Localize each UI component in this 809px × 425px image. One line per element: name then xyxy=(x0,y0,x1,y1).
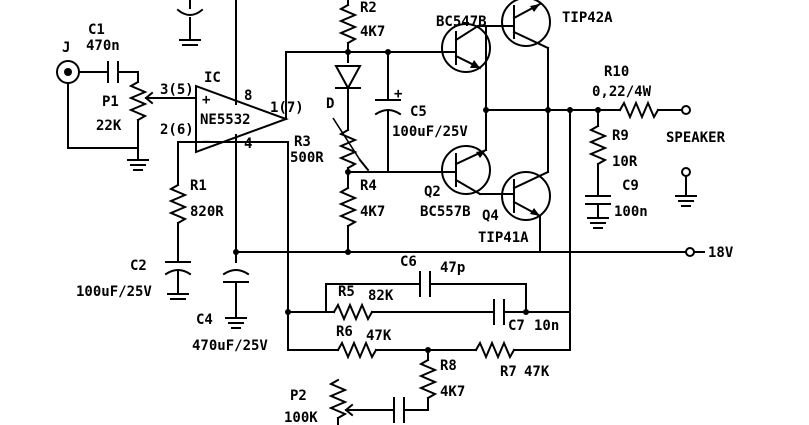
label-r5: R5 xyxy=(338,284,355,300)
label-r7: R7 xyxy=(500,364,517,380)
label-minus-sign: − xyxy=(202,134,210,150)
bottom-capacitor xyxy=(359,397,405,423)
label-q1-value: BC547B xyxy=(436,14,487,30)
c4-capacitor xyxy=(222,251,250,329)
label-r4: R4 xyxy=(360,178,377,194)
label-p2-value: 100K xyxy=(284,410,318,425)
p1-potentiometer xyxy=(128,71,197,161)
label-c6-value: 47p xyxy=(440,260,465,276)
label-c4-value: 470uF/25V xyxy=(192,338,268,354)
input-jack xyxy=(56,60,139,149)
label-r2-value: 4K7 xyxy=(360,24,385,40)
label-c5: C5 xyxy=(410,104,427,120)
r5-resistor xyxy=(325,302,495,322)
r1-resistor xyxy=(168,171,188,263)
label-speaker: SPEAKER xyxy=(666,130,726,146)
label-c1: C1 xyxy=(88,22,105,38)
r10-resistor xyxy=(618,100,691,120)
label-r10: R10 xyxy=(604,64,629,80)
feedback-network xyxy=(177,141,571,351)
r7-resistor xyxy=(474,340,571,360)
label-c9: C9 xyxy=(622,178,639,194)
label-ic: IC xyxy=(204,70,221,86)
label-p1: P1 xyxy=(102,94,119,110)
label-q2: Q2 xyxy=(424,184,441,200)
c7-capacitor xyxy=(493,299,527,325)
label-r3: R3 xyxy=(294,134,311,150)
label-r9: R9 xyxy=(612,128,629,144)
r9-resistor xyxy=(588,109,608,197)
c9-capacitor xyxy=(585,195,611,229)
op-amp-ic xyxy=(177,0,349,253)
label-ic-name: NE5532 xyxy=(200,112,251,128)
ground-symbol xyxy=(127,159,149,171)
label-r10-value: 0,22/4W xyxy=(592,84,652,100)
label-j: J xyxy=(62,40,70,56)
label-c4: C4 xyxy=(196,312,213,328)
label-c9-value: 100n xyxy=(614,204,648,220)
label-r3-value: 500R xyxy=(290,150,324,166)
label-r1-value: 820R xyxy=(190,204,224,220)
label-q4-value: TIP41A xyxy=(478,230,529,246)
speaker-ground xyxy=(675,167,697,207)
label-plus-sign: + xyxy=(202,92,210,108)
label-c6: C6 xyxy=(400,254,417,270)
label-p2: P2 xyxy=(290,388,307,404)
label-d: D xyxy=(326,96,334,112)
label-pin-in-plus: 3(5) xyxy=(160,82,194,98)
label-c1-value: 470n xyxy=(86,38,120,54)
label-pin-in-minus: 2(6) xyxy=(160,122,194,138)
label-c7-value: 10n xyxy=(534,318,559,334)
label-r7-value: 47K xyxy=(524,364,550,380)
c2-capacitor xyxy=(164,261,192,300)
diode xyxy=(334,65,362,131)
label-r6-value: 47K xyxy=(366,328,392,344)
label-supply: 18V xyxy=(708,245,734,261)
label-r8-value: 4K7 xyxy=(440,384,465,400)
label-pin8: 8 xyxy=(244,88,252,104)
q2-transistor xyxy=(347,109,491,196)
top-capacitor-fragment xyxy=(176,0,204,46)
label-pin-out: 1(7) xyxy=(270,100,304,116)
label-r6: R6 xyxy=(336,324,353,340)
label-c7: C7 xyxy=(508,318,525,334)
c1-capacitor xyxy=(107,61,139,83)
r6-resistor xyxy=(287,340,477,360)
c5-capacitor xyxy=(347,49,402,173)
label-r9-value: 10R xyxy=(612,154,638,170)
q3-transistor xyxy=(485,0,551,161)
label-r8: R8 xyxy=(440,358,457,374)
supply-rail xyxy=(233,247,705,257)
label-r1: R1 xyxy=(190,178,207,194)
label-q3-value: TIP42A xyxy=(562,10,613,26)
label-c5-plus: + xyxy=(394,86,402,102)
q1-transistor xyxy=(387,23,491,111)
label-p1-value: 22K xyxy=(96,118,122,134)
label-r2: R2 xyxy=(360,0,377,16)
label-pin4: 4 xyxy=(244,136,252,152)
label-r5-value: 82K xyxy=(368,288,394,304)
label-r4-value: 4K7 xyxy=(360,204,385,220)
r4-resistor xyxy=(338,186,358,253)
q4-transistor xyxy=(479,109,551,253)
label-q4: Q4 xyxy=(482,208,499,224)
label-c2: C2 xyxy=(130,258,147,274)
label-c2-value: 100uF/25V xyxy=(76,284,152,300)
label-c5-value: 100uF/25V xyxy=(392,124,468,140)
label-q2-value: BC557B xyxy=(420,204,471,220)
c6-capacitor xyxy=(419,271,431,297)
p2-potentiometer xyxy=(328,378,361,425)
r8-resistor xyxy=(403,349,438,411)
